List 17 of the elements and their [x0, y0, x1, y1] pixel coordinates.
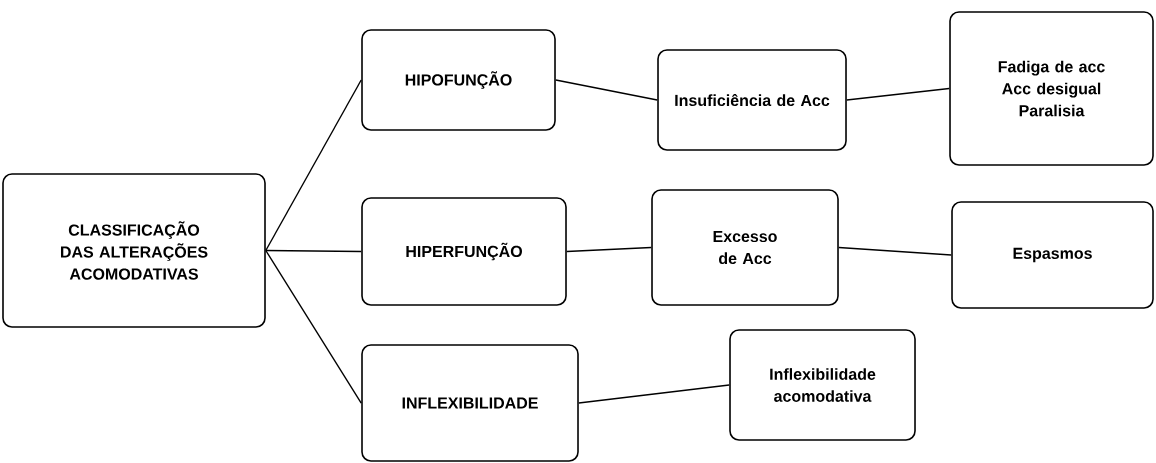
connector-line	[578, 384, 730, 404]
connector-line	[846, 87, 950, 101]
connector-line	[838, 246, 952, 256]
category-box: Espasmos	[951, 201, 1154, 309]
category-box: CLASSIFICAÇÃO DAS ALTERAÇÕES ACOMODATIVAS	[2, 173, 266, 328]
category-box: HIPOFUNÇÃO	[361, 29, 556, 131]
connector-line	[265, 79, 362, 252]
connector-line	[265, 249, 362, 253]
connector-line	[265, 249, 362, 404]
connector-line	[566, 246, 652, 253]
category-box: INFLEXIBILIDADE	[361, 344, 579, 462]
category-box: Insuficiência de Acc	[657, 49, 847, 151]
category-box: Excesso de Acc	[651, 189, 839, 306]
category-box: HIPERFUNÇÃO	[361, 197, 567, 306]
category-box: Fadiga de acc Acc desigual Paralisia	[949, 11, 1154, 166]
connector-line	[555, 79, 658, 101]
category-box: Inflexibilidade acomodativa	[729, 329, 916, 441]
